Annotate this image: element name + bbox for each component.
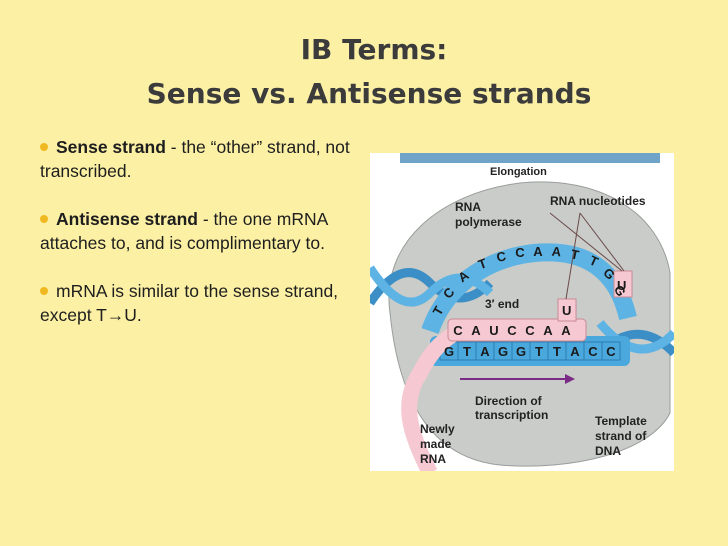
- rna-base-letter: C: [507, 323, 517, 338]
- bullet-tail: U.: [124, 305, 142, 325]
- direction-arrow: [460, 374, 575, 384]
- free-nucleotide-letter: U: [562, 303, 571, 318]
- rna-strand: [401, 318, 587, 471]
- template-base-cells: [439, 341, 621, 361]
- transcription-diagram: Elongation RNA polymerase RNA nucleotide…: [370, 153, 674, 471]
- template-base-letter: A: [480, 344, 490, 359]
- template-base-letter: T: [535, 344, 543, 359]
- coding-base-letter: C: [495, 248, 507, 265]
- bullet-term: Antisense strand: [56, 209, 198, 229]
- bullet-text: - the one mRNA attaches to, and is compl…: [40, 209, 328, 253]
- bullet-text: mRNA is similar to the sense strand, exc…: [40, 281, 339, 325]
- elongation-heading: Elongation: [490, 166, 547, 178]
- rna-base-letter: C: [453, 323, 463, 338]
- label-template-3: DNA: [595, 444, 621, 458]
- rna-base-letter: A: [561, 323, 571, 338]
- bullet-sense-strand: Sense strand - the “other” strand, not t…: [40, 135, 360, 183]
- rna-base-letter: C: [525, 323, 535, 338]
- template-base-letter: A: [570, 344, 580, 359]
- template-base-letter: C: [588, 344, 598, 359]
- free-nucleotide: [557, 298, 577, 322]
- rna-base-letter: U: [489, 323, 498, 338]
- bullet-term: Sense strand: [56, 137, 166, 157]
- coding-base-letter: A: [551, 244, 562, 260]
- arrow-right-icon: →: [106, 305, 125, 325]
- label-template-2: strand of: [595, 429, 647, 443]
- coding-base-letter: T: [569, 246, 580, 262]
- coding-base-letter: A: [533, 244, 543, 259]
- free-nucleotide-letter: U: [617, 278, 626, 293]
- bullet-dot-icon: [40, 215, 48, 223]
- slide-title: IB Terms: Sense vs. Antisense strands: [0, 28, 728, 116]
- bullet-text: - the “other” strand, not transcribed.: [40, 137, 350, 181]
- bullet-antisense-strand: Antisense strand - the one mRNA attaches…: [40, 207, 360, 255]
- bullet-dot-icon: [40, 143, 48, 151]
- title-line-1: IB Terms:: [300, 33, 448, 66]
- label-rna-polymerase-2: polymerase: [455, 215, 522, 229]
- label-three-prime-end: 3′ end: [485, 297, 519, 311]
- template-base-letter: T: [553, 344, 561, 359]
- coding-base-letter: C: [515, 245, 525, 260]
- template-base-letter: T: [463, 344, 471, 359]
- label-newly-3: RNA: [420, 452, 446, 466]
- template-base-letter: G: [516, 344, 526, 359]
- label-direction-2: transcription: [475, 408, 548, 422]
- free-nucleotide: [613, 270, 633, 298]
- title-line-2: Sense vs. Antisense strands: [146, 77, 592, 110]
- label-rna-nucleotides: RNA nucleotides: [550, 194, 646, 208]
- template-base-letter: C: [606, 344, 616, 359]
- pointer-lines: [549, 212, 625, 300]
- bullet-dot-icon: [40, 287, 48, 295]
- rna-base-letter: A: [543, 323, 553, 338]
- label-newly-2: made: [420, 437, 452, 451]
- top-dna-band: [400, 153, 660, 163]
- template-base-letter: G: [444, 344, 454, 359]
- label-newly-1: Newly: [420, 422, 455, 436]
- rna-base-letter: A: [471, 323, 481, 338]
- label-direction-1: Direction of: [475, 394, 543, 408]
- bullet-mrna-similar: mRNA is similar to the sense strand, exc…: [40, 279, 360, 327]
- template-base-letter: G: [498, 344, 508, 359]
- bullet-list: Sense strand - the “other” strand, not t…: [40, 135, 360, 351]
- label-rna-polymerase-1: RNA: [455, 200, 481, 214]
- label-template-1: Template: [595, 414, 647, 428]
